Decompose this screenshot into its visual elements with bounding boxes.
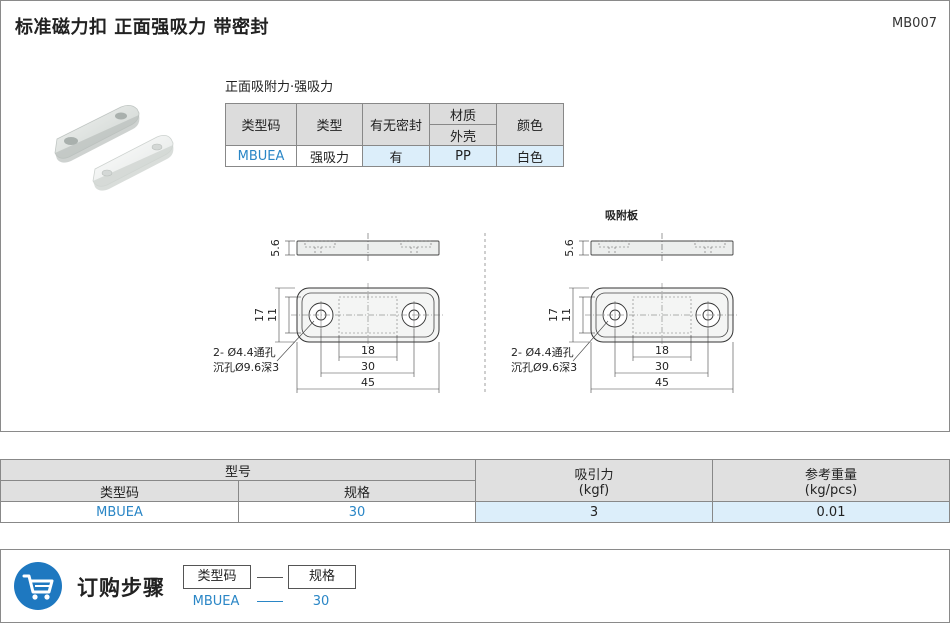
order-box-spec: 规格 xyxy=(288,565,356,589)
left-front-view xyxy=(275,283,445,393)
order-value-connector xyxy=(257,601,283,602)
right-dim-17: 17 xyxy=(547,308,560,322)
weight-header: 参考重量 (kg/pcs) xyxy=(712,459,950,502)
left-note-counter: 沉孔Ø9.6深3 xyxy=(213,361,279,374)
spec-shell: PP xyxy=(429,145,497,167)
spec-header: 规格 xyxy=(238,480,476,502)
row-weight: 0.01 xyxy=(712,501,950,523)
spec-type-code[interactable]: MBUEA xyxy=(225,145,297,167)
right-dim-45: 45 xyxy=(655,376,669,389)
force-header: 吸引力 (kgf) xyxy=(475,459,713,502)
product-subtitle: 正面吸附力·强吸力 xyxy=(225,80,334,95)
weight-header-label: 参考重量 xyxy=(804,467,857,483)
right-side-view xyxy=(579,233,734,263)
right-front-view xyxy=(569,283,739,393)
left-note-hole: 2- Ø4.4通孔 xyxy=(213,346,276,359)
right-note-counter: 沉孔Ø9.6深3 xyxy=(511,361,577,374)
row-force: 3 xyxy=(475,501,713,523)
force-header-label: 吸引力 xyxy=(574,467,614,483)
model-table: 型号 吸引力 (kgf) 参考重量 (kg/pcs) 类型码 规格 MBUEA … xyxy=(0,459,950,523)
row-type-code[interactable]: MBUEA xyxy=(0,501,239,523)
spec-header-seal: 有无密封 xyxy=(362,103,430,146)
right-dim-thickness: 5.6 xyxy=(563,239,576,257)
product-photo xyxy=(54,105,174,191)
left-dim-18: 18 xyxy=(361,344,375,357)
spec-seal: 有 xyxy=(362,145,430,167)
left-side-view xyxy=(285,233,440,263)
spec-table: 类型码 类型 有无密封 材质 颜色 外壳 MBUEA 强吸力 有 PP 白色 xyxy=(225,103,564,167)
technical-drawing: 5.6 xyxy=(213,233,739,393)
shopping-cart-icon xyxy=(22,574,54,600)
spec-header-shell: 外壳 xyxy=(429,124,497,146)
right-dim-11: 11 xyxy=(560,308,573,322)
product-code: MB007 xyxy=(892,16,937,31)
order-box-type-code: 类型码 xyxy=(183,565,251,589)
page-title: 标准磁力扣 正面强吸力 带密封 xyxy=(15,17,270,38)
type-code-header: 类型码 xyxy=(0,480,239,502)
order-value-type-code[interactable]: MBUEA xyxy=(192,594,240,609)
force-header-unit: (kgf) xyxy=(578,482,610,498)
spec-header-material: 材质 xyxy=(429,103,497,125)
left-dim-thickness: 5.6 xyxy=(269,239,282,257)
cart-badge xyxy=(14,562,62,610)
row-spec[interactable]: 30 xyxy=(238,501,476,523)
spec-type: 强吸力 xyxy=(296,145,363,167)
spec-header-color: 颜色 xyxy=(496,103,564,146)
order-title: 订购步骤 xyxy=(77,576,165,600)
spec-header-type-code: 类型码 xyxy=(225,103,297,146)
right-note-hole: 2- Ø4.4通孔 xyxy=(511,346,574,359)
left-dim-30: 30 xyxy=(361,360,375,373)
weight-header-unit: (kg/pcs) xyxy=(804,482,858,498)
order-connector xyxy=(257,577,283,578)
order-value-spec[interactable]: 30 xyxy=(312,594,330,609)
spec-header-type: 类型 xyxy=(296,103,363,146)
spec-color: 白色 xyxy=(496,145,564,167)
model-header: 型号 xyxy=(0,459,476,481)
right-dim-18: 18 xyxy=(655,344,669,357)
left-dim-45: 45 xyxy=(361,376,375,389)
left-dim-17: 17 xyxy=(253,308,266,322)
product-panel: 标准磁力扣 正面强吸力 带密封 MB007 正面吸附力·强吸力 类型码 类型 有… xyxy=(0,0,950,432)
plate-label: 吸附板 xyxy=(605,209,638,222)
left-dim-11: 11 xyxy=(266,308,279,322)
right-dim-30: 30 xyxy=(655,360,669,373)
order-steps-panel: 订购步骤 类型码 规格 MBUEA 30 xyxy=(0,549,950,623)
